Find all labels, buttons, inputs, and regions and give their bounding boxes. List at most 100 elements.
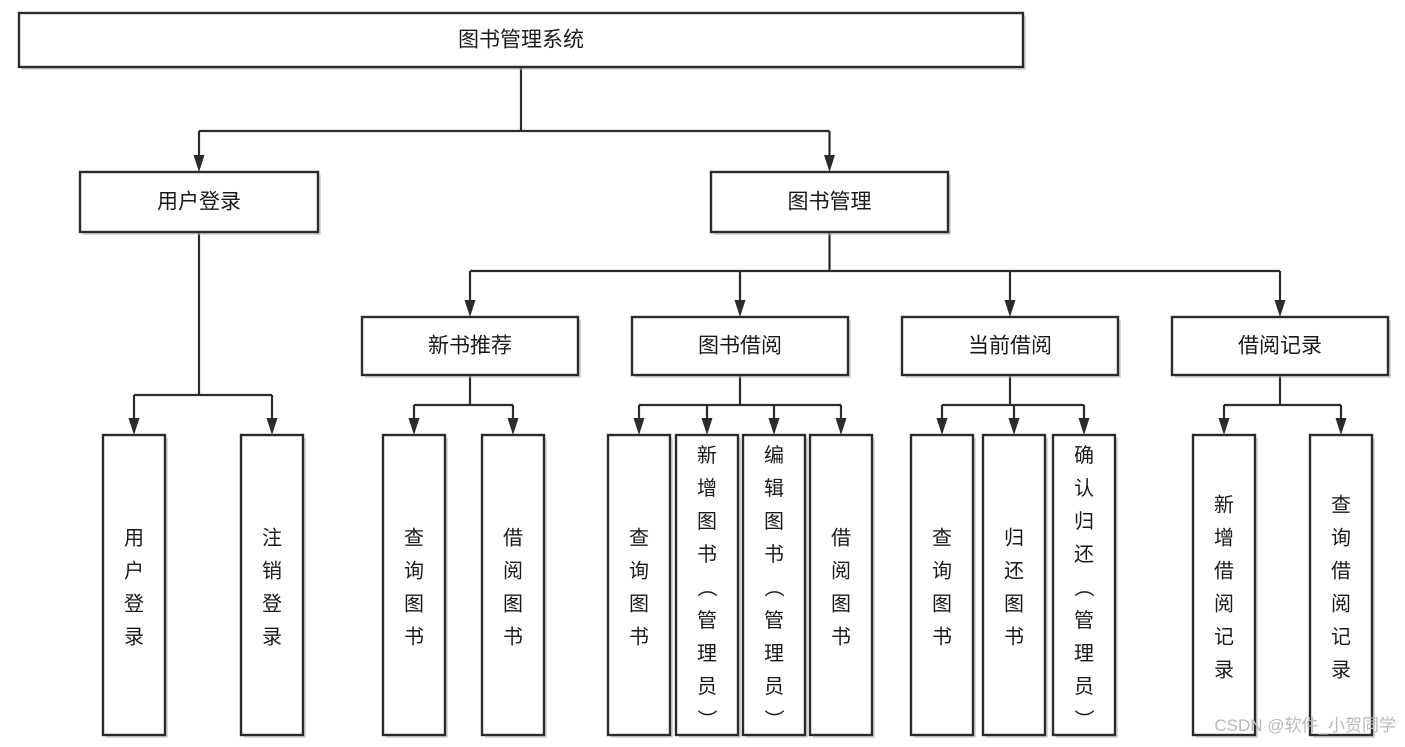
edge-group-book-manage (464, 232, 1286, 317)
node-label-char: 阅 (831, 560, 851, 583)
node-label-char: 新 (1214, 494, 1234, 517)
node-label-char: 员 (697, 676, 717, 698)
node-box[interactable] (381, 433, 447, 737)
arrow-head-icon (734, 300, 746, 317)
node-label-char: 销 (262, 560, 282, 583)
node-label-char: （ (695, 577, 718, 597)
node-user-login[interactable]: 用户登录 (78, 170, 321, 235)
node-box[interactable] (239, 433, 305, 737)
node-label-char: 登 (262, 593, 282, 616)
node-box[interactable] (630, 315, 850, 377)
node-label-char: 记 (1331, 626, 1351, 649)
node-borrow-record[interactable]: 借阅记录 (1170, 315, 1391, 378)
node-box[interactable] (1051, 433, 1117, 737)
node-leaf-add-record[interactable]: 新增借阅记录新增借阅记录 (1191, 433, 1258, 738)
edge-group-book-borrow (633, 375, 847, 435)
watermark-label: CSDN @软件_小贺同学 (1214, 716, 1396, 735)
node-label-char: 查 (404, 527, 424, 550)
node-label-char: 辑 (764, 477, 784, 500)
node-label: 当前借阅 (968, 335, 1052, 358)
arrow-head-icon (1218, 418, 1230, 435)
node-leaf-query-record[interactable]: 查询借阅记录查询借阅记录 (1308, 433, 1375, 738)
node-label-char: 询 (629, 560, 649, 583)
node-label-char: 员 (764, 676, 784, 698)
node-root[interactable]: 图书管理系统 (17, 11, 1026, 70)
node-label-char: 还 (1004, 560, 1024, 583)
node-label-char: 书 (1004, 626, 1024, 649)
node-label-char: 录 (262, 627, 282, 649)
node-label-char: 图 (503, 594, 523, 616)
node-label-char: 查 (932, 527, 952, 550)
node-box[interactable] (808, 433, 874, 737)
node-label-char: 借 (503, 527, 523, 550)
node-label-char: 借 (831, 527, 851, 550)
node-label-char: 借 (1214, 560, 1234, 583)
node-label-char: 登 (124, 593, 144, 616)
node-label-char: 用 (124, 528, 144, 550)
node-leaf-borrow-book-2[interactable]: 借阅图书借阅图书 (808, 433, 875, 738)
node-label-char: （ (762, 577, 785, 597)
arrow-head-icon (507, 418, 519, 435)
node-label: 图书管理 (788, 191, 872, 214)
node-leaf-query-book-1[interactable]: 查询图书查询图书 (381, 433, 448, 738)
node-box[interactable] (741, 433, 807, 737)
node-leaf-user-login[interactable]: 用户登录用户登录 (101, 433, 168, 738)
node-box[interactable] (101, 433, 167, 737)
node-leaf-query-book-2[interactable]: 查询图书查询图书 (606, 433, 673, 738)
node-box[interactable] (360, 315, 580, 377)
node-book-manage[interactable]: 图书管理 (709, 170, 951, 235)
node-box[interactable] (480, 433, 546, 737)
node-label-char: 新 (697, 444, 717, 467)
node-new-book-recommend[interactable]: 新书推荐 (360, 315, 581, 378)
node-label: 图书管理系统 (458, 29, 584, 52)
arrow-head-icon (408, 418, 420, 435)
node-label-char: 编 (764, 444, 784, 467)
node-box[interactable] (78, 170, 320, 234)
node-label-char: 管 (697, 609, 717, 632)
node-box[interactable] (1308, 433, 1374, 737)
node-label-char: 记 (1214, 626, 1234, 649)
node-leaf-return-book[interactable]: 归还图书归还图书 (981, 433, 1048, 738)
node-box[interactable] (606, 433, 672, 737)
node-leaf-borrow-book-1[interactable]: 借阅图书借阅图书 (480, 433, 547, 738)
node-label-char: 理 (697, 643, 717, 665)
node-label-char: 增 (1214, 527, 1234, 550)
node-label-char: 查 (1331, 494, 1351, 517)
edge-group-root (193, 67, 835, 172)
node-label-char: 书 (697, 543, 717, 566)
node-label-char: 图 (404, 594, 424, 616)
node-label-char: 图 (932, 594, 952, 616)
node-box[interactable] (709, 170, 950, 234)
node-box[interactable] (674, 433, 740, 737)
node-label-char: 阅 (1214, 593, 1234, 616)
node-box[interactable] (981, 433, 1047, 737)
node-label-char: ） (762, 709, 785, 729)
node-box[interactable] (1191, 433, 1257, 737)
node-label: 新书推荐 (428, 335, 512, 358)
node-label: 借阅记录 (1238, 335, 1322, 358)
node-label-char: 图 (629, 594, 649, 616)
node-label-char: 书 (932, 626, 952, 649)
connector-layer (128, 67, 1347, 435)
edge-group-borrow-record (1218, 375, 1347, 435)
node-label-char: 归 (1004, 527, 1024, 550)
node-box[interactable] (17, 11, 1025, 69)
node-box[interactable] (1170, 315, 1390, 377)
node-label-char: 还 (1074, 543, 1094, 566)
node-label-char: 认 (1074, 477, 1094, 500)
node-leaf-query-book-3[interactable]: 查询图书查询图书 (909, 433, 976, 738)
node-box[interactable] (909, 433, 975, 737)
arrow-head-icon (464, 300, 476, 317)
arrow-head-icon (1274, 300, 1286, 317)
node-label-char: 归 (1074, 510, 1094, 533)
node-current-borrow[interactable]: 当前借阅 (900, 315, 1121, 378)
node-box[interactable] (900, 315, 1120, 377)
arrow-head-icon (824, 155, 835, 172)
arrow-head-icon (193, 155, 205, 172)
node-label-char: 询 (932, 560, 952, 583)
node-book-borrow[interactable]: 图书借阅 (630, 315, 851, 378)
node-leaf-logout[interactable]: 注销登录注销登录 (239, 433, 306, 738)
